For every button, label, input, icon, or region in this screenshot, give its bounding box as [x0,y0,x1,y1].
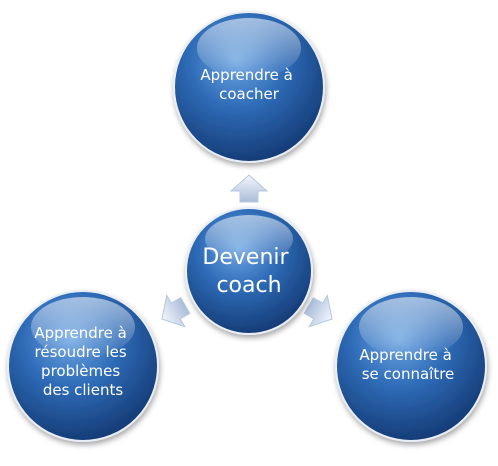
node-left: Apprendre à résoudre les problèmes des c… [7,290,159,442]
svg-text:Apprendre à résoudre les: Apprendre à résoudre les problèmes des c… [34,324,131,399]
node-top-line-2: coacher [219,85,280,103]
arrow-right-down [303,294,333,328]
node-right-line-1: Apprendre à [359,346,451,364]
node-left-line-1: Apprendre à [34,324,126,342]
arrow-up [229,174,269,203]
arrow-left-down [161,294,191,328]
node-right-line-2: se connaître [362,365,455,383]
node-left-line-4: des clients [43,381,124,399]
node-left-line-2: résoudre les [35,343,127,361]
node-center: Devenir coach [185,207,313,335]
node-top: Apprendre à coacher [173,11,325,163]
center-line-1: Devenir [202,245,289,270]
center-line-2: coach [216,273,281,298]
svg-text:Devenir coach: Devenir coach [202,245,295,298]
node-left-line-3: problèmes [41,362,120,380]
node-right: Apprendre à se connaître [335,290,487,442]
node-top-line-1: Apprendre à [200,66,292,84]
svg-text:Apprendre à coacher: Apprendre à coacher [200,66,297,103]
svg-text:Apprendre à se connaître: Apprendre à se connaître [359,346,456,383]
